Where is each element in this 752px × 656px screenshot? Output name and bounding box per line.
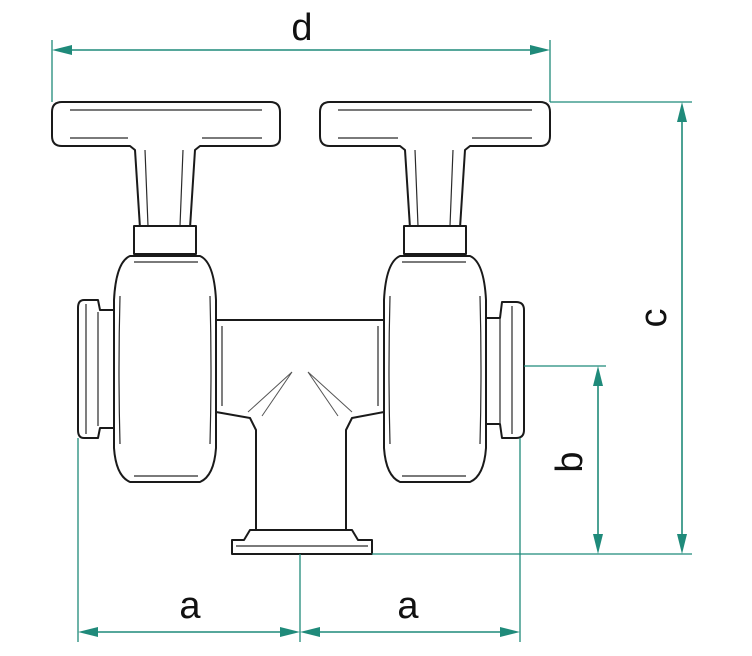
dimension-label-a-left: a — [179, 585, 201, 627]
right-valve-body — [383, 255, 525, 483]
dimension-a-right: a — [300, 585, 520, 637]
valve-assembly — [51, 101, 551, 555]
dimension-label-b: b — [549, 451, 591, 472]
dimension-label-d: d — [291, 7, 312, 49]
extension-lines — [51, 40, 692, 642]
left-valve-body — [77, 255, 217, 483]
dimension-c: c — [633, 102, 687, 554]
dimension-label-a-right: a — [397, 585, 419, 627]
dimension-d: d — [52, 7, 550, 55]
right-handle — [319, 101, 551, 255]
dimension-label-c: c — [633, 309, 675, 328]
dimension-a-left: a — [78, 585, 300, 637]
left-handle — [51, 101, 281, 255]
dimension-b: b — [549, 366, 603, 554]
central-tee — [215, 319, 385, 555]
